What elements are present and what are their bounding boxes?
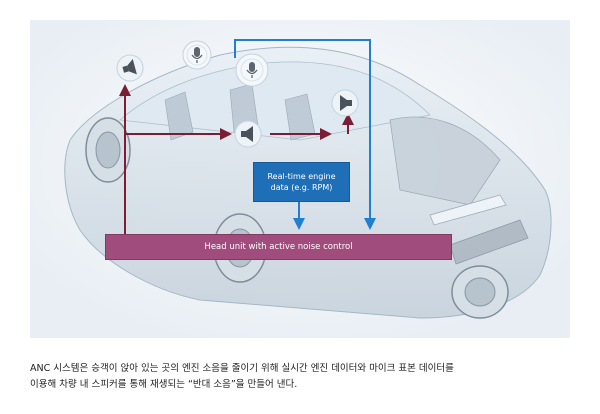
caption-line-1: ANC 시스템은 승객이 앉아 있는 곳의 엔진 소음을 줄이기 위해 실시간 … <box>30 363 454 374</box>
engine-data-box: Real-time engine data (e.g. RPM) <box>253 162 350 202</box>
anc-diagram: Real-time engine data (e.g. RPM) Head un… <box>30 20 570 338</box>
speaker-icon <box>234 120 262 148</box>
head-unit-bar: Head unit with active noise control <box>105 234 452 260</box>
engine-data-arrows <box>234 39 376 230</box>
microphone-icon <box>235 53 269 87</box>
engine-box-line2: data (e.g. RPM) <box>270 183 333 192</box>
microphone-icon <box>182 40 212 70</box>
wheel-front <box>451 265 509 319</box>
wheel-rear <box>85 117 131 183</box>
speaker-icon <box>116 54 144 82</box>
engine-box-line1: Real-time engine <box>267 172 336 181</box>
head-unit-label: Head unit with active noise control <box>204 242 353 252</box>
caption-line-2: 이용해 차량 내 스피커를 통해 재생되는 “반대 소음”을 만들어 낸다. <box>30 379 298 390</box>
speaker-icon <box>331 89 359 117</box>
anc-arrows <box>119 84 354 234</box>
figure-caption: ANC 시스템은 승객이 앉아 있는 곳의 엔진 소음을 줄이기 위해 실시간 … <box>30 361 580 393</box>
